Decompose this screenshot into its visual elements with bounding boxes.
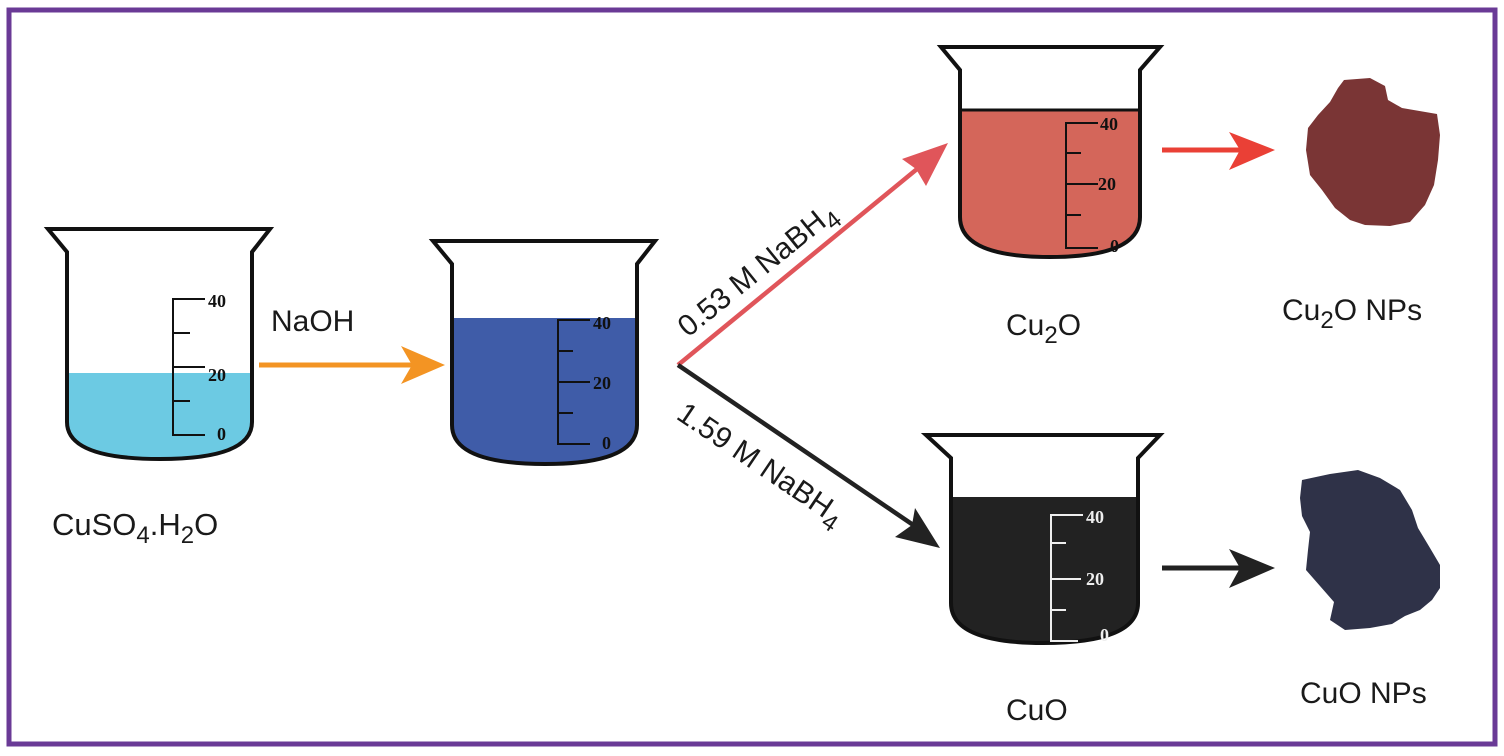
cu2o-nps-label: Cu2O NPs xyxy=(1282,294,1422,334)
frame-border xyxy=(6,7,1498,747)
scale-label-40: 40 xyxy=(593,313,611,333)
cuso4-label: CuSO4.H2O xyxy=(52,507,218,549)
intermediate-solution xyxy=(452,318,637,464)
beaker-outline xyxy=(936,45,1165,260)
measurement-scale xyxy=(557,319,590,445)
low-nabh4-label: 0.53 M NaBH4 xyxy=(672,196,848,349)
beaker-outline xyxy=(428,239,660,467)
scale-label-20: 20 xyxy=(1086,569,1104,589)
beaker-cu2o: 40 20 0 xyxy=(936,45,1165,260)
cuo-nps-label: CuO NPs xyxy=(1300,677,1427,710)
cuso4-solution xyxy=(67,373,252,459)
scale-label-40: 40 xyxy=(1086,507,1104,527)
scale-label-0: 0 xyxy=(217,424,226,444)
naoh-label: NaOH xyxy=(271,305,354,338)
high-nabh4-arrow xyxy=(676,363,940,548)
scale-label-0: 0 xyxy=(602,433,611,453)
measurement-scale xyxy=(172,298,205,436)
beaker-outline xyxy=(920,433,1165,646)
scale-label-0: 0 xyxy=(1100,625,1109,645)
cuo-powder-image xyxy=(1300,470,1440,630)
cu2o-product-arrow xyxy=(1162,132,1275,170)
scale-label-40: 40 xyxy=(1100,114,1118,134)
scale-label-20: 20 xyxy=(208,365,226,385)
cuo-product-arrow xyxy=(1162,549,1275,588)
beaker-cuso4: 40 20 0 xyxy=(43,227,275,462)
beaker-outline xyxy=(43,227,275,462)
scale-label-0: 0 xyxy=(1110,236,1119,256)
cuo-label: CuO xyxy=(1006,694,1068,727)
scale-label-20: 20 xyxy=(593,373,611,393)
cu2o-powder-image xyxy=(1306,78,1440,226)
scale-label-40: 40 xyxy=(208,291,226,311)
cu2o-label: Cu2O xyxy=(1006,309,1081,349)
scale-label-20: 20 xyxy=(1098,174,1116,194)
cu2o-solution xyxy=(960,110,1140,257)
measurement-scale xyxy=(1065,122,1098,249)
beaker-intermediate: 40 20 0 xyxy=(428,239,660,467)
beaker-cuo: 40 20 0 xyxy=(920,433,1165,646)
cuo-solution xyxy=(951,497,1138,643)
measurement-scale xyxy=(1050,514,1083,642)
low-nabh4-arrow xyxy=(676,143,948,367)
naoh-arrow xyxy=(259,346,445,384)
